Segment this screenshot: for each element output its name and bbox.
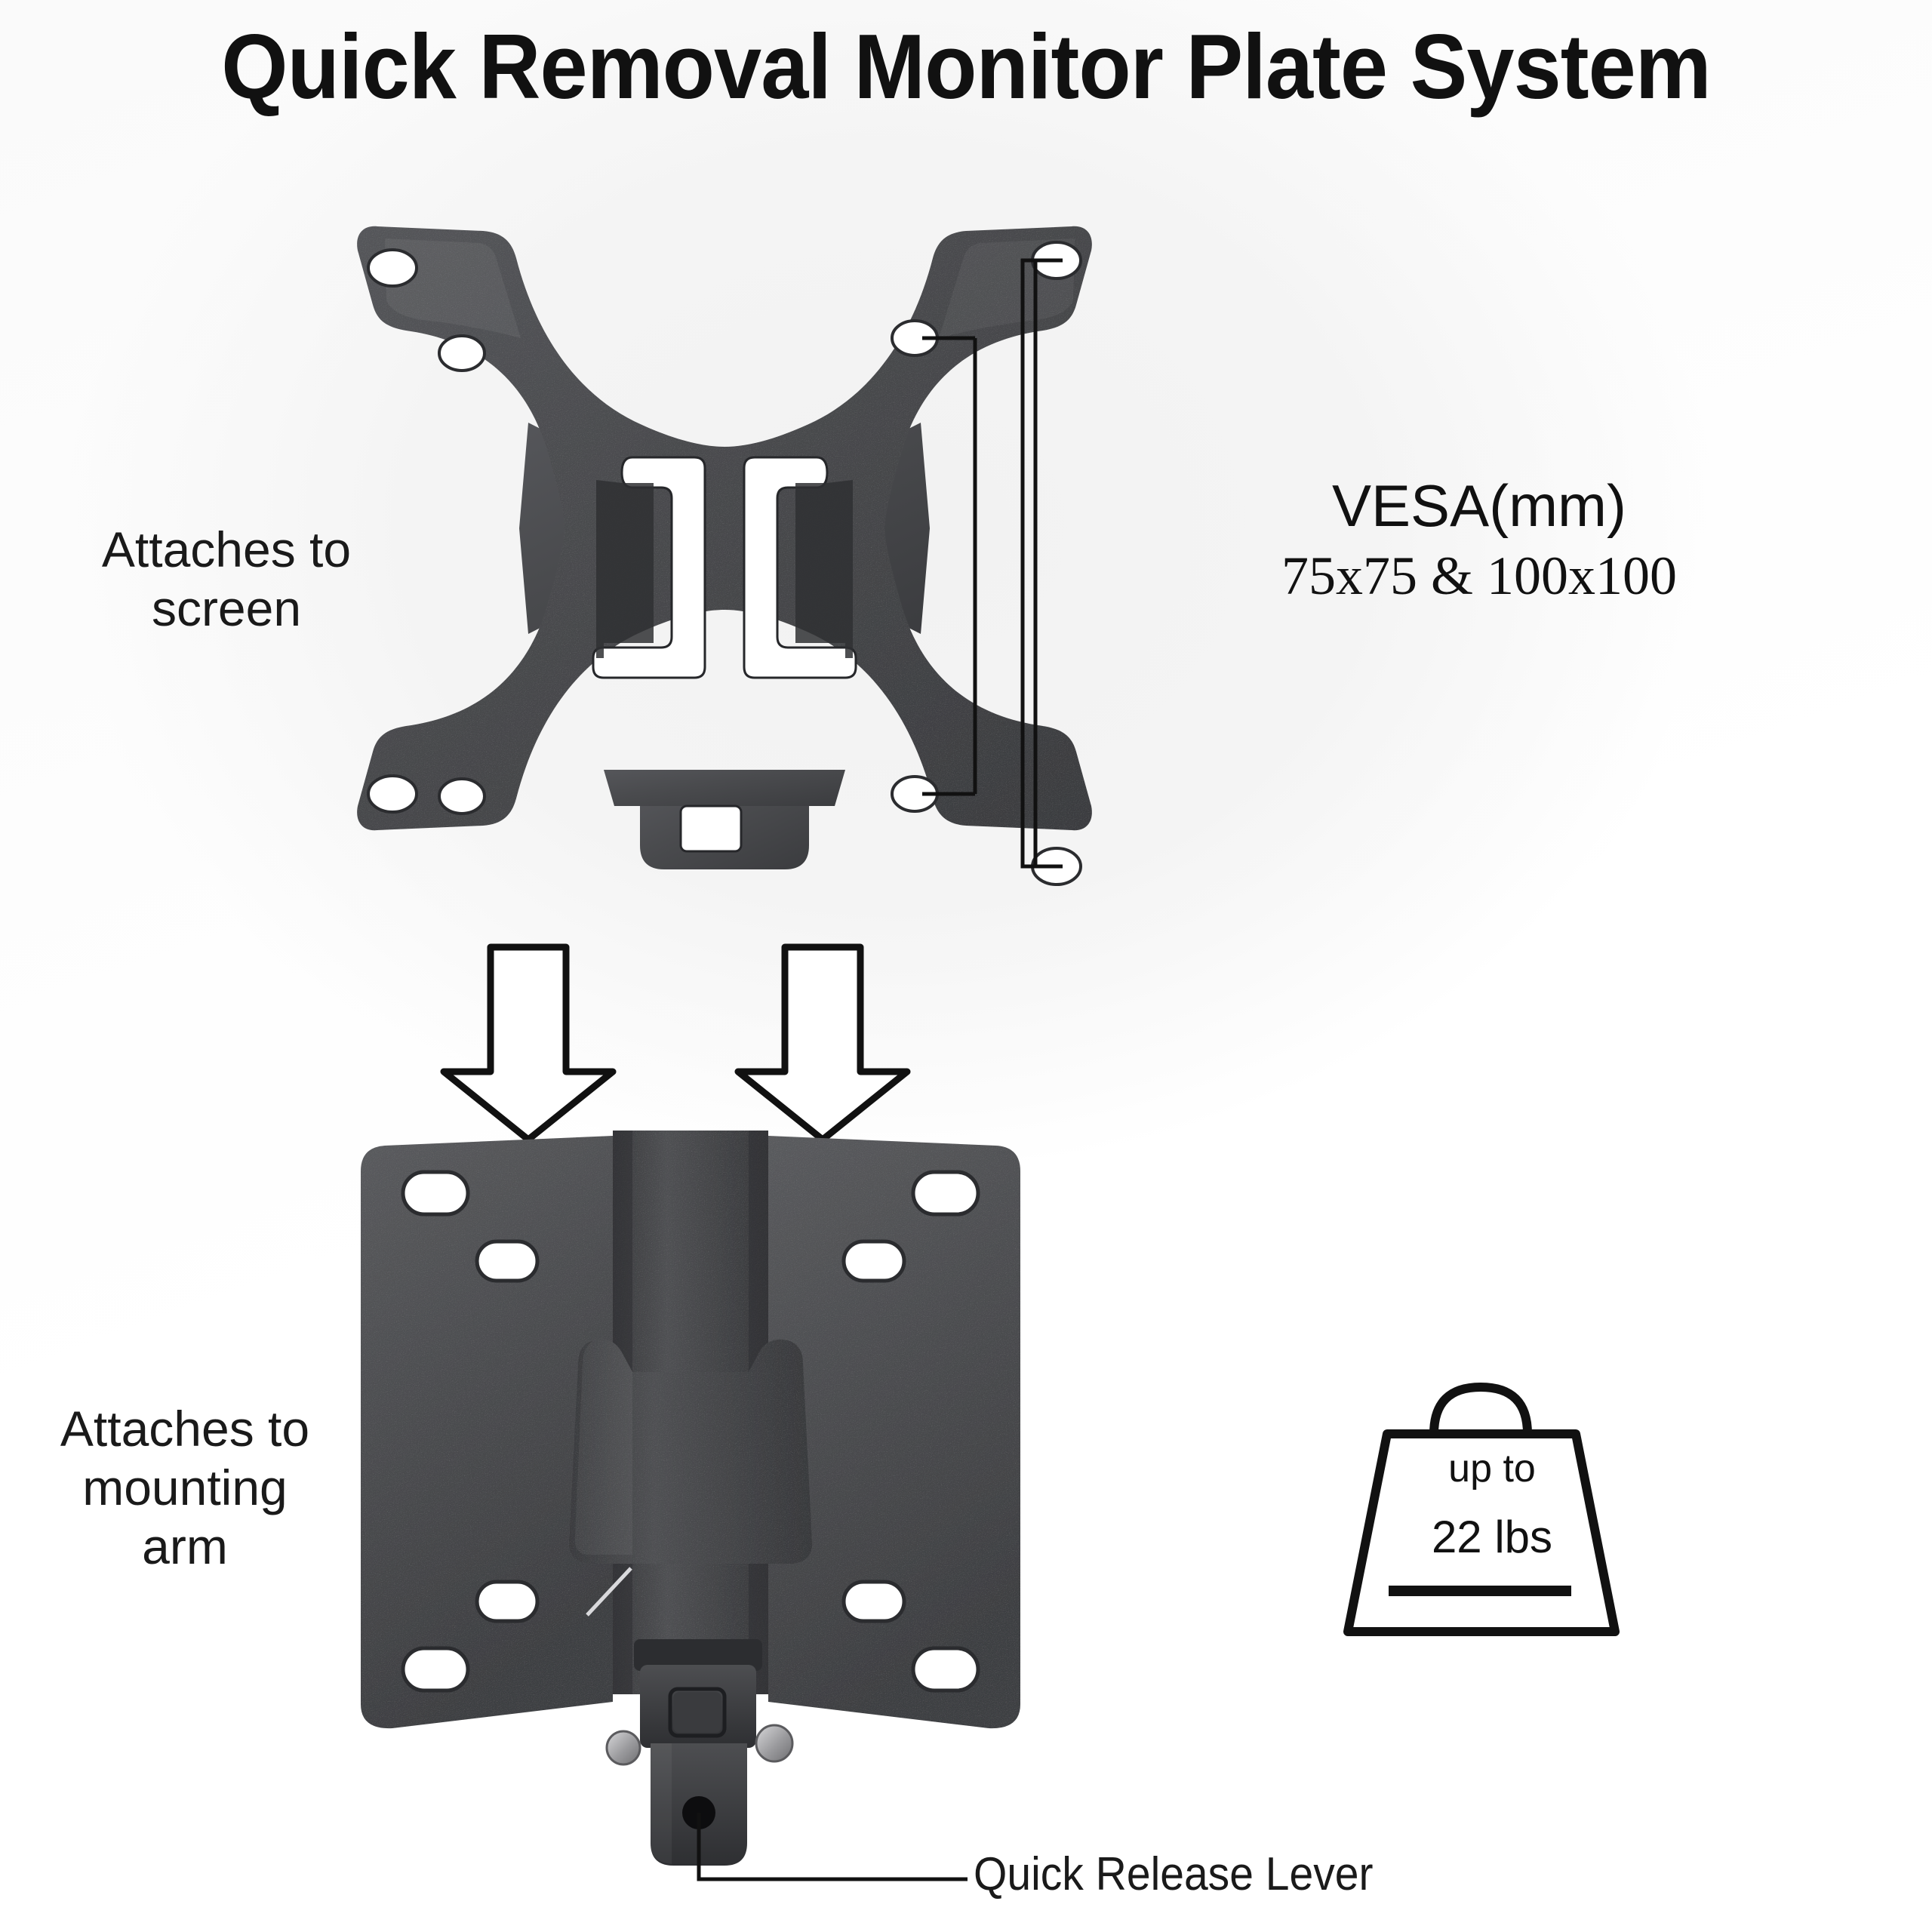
weight-value: 22 lbs: [1431, 1512, 1553, 1562]
mounting-hole-group: [401, 1170, 980, 1693]
page-title: Quick Removal Monitor Plate System: [221, 15, 1711, 118]
center-square-cutout: [679, 804, 743, 853]
leader-line-icon: [697, 1813, 968, 1881]
vesa-adapter-plate: [357, 226, 1092, 886]
vesa-patterns: 75x75 & 100x100: [1281, 545, 1677, 606]
mounting-arm-plate: [361, 1131, 1020, 1866]
weight-capacity-badge: up to 22 lbs: [1367, 1389, 1617, 1638]
vesa-spec-block: VESA(mm) 75x75 & 100x100: [1177, 475, 1781, 606]
arrow-down-icon-right: [734, 943, 911, 1143]
dimension-brackets: [922, 258, 1063, 869]
callout-attaches-to-screen: Attaches to screen: [101, 521, 352, 636]
pivot-bolt-right: [755, 1724, 794, 1763]
pivot-bolt-left: [605, 1730, 641, 1766]
highlight-streak: [586, 1567, 632, 1617]
arrow-down-icon-left: [440, 943, 617, 1143]
callout-attaches-to-mounting-arm: Attaches to mounting arm: [60, 1401, 310, 1574]
weight-block-icon: [1343, 1383, 1620, 1636]
vesa-heading: VESA(mm): [1332, 472, 1626, 539]
quick-release-latch: [605, 1639, 794, 1866]
callout-quick-release-lever: Quick Release Lever: [974, 1848, 1374, 1900]
keyhole-slot-group: [592, 456, 857, 679]
weight-prefix: up to: [1448, 1447, 1536, 1491]
